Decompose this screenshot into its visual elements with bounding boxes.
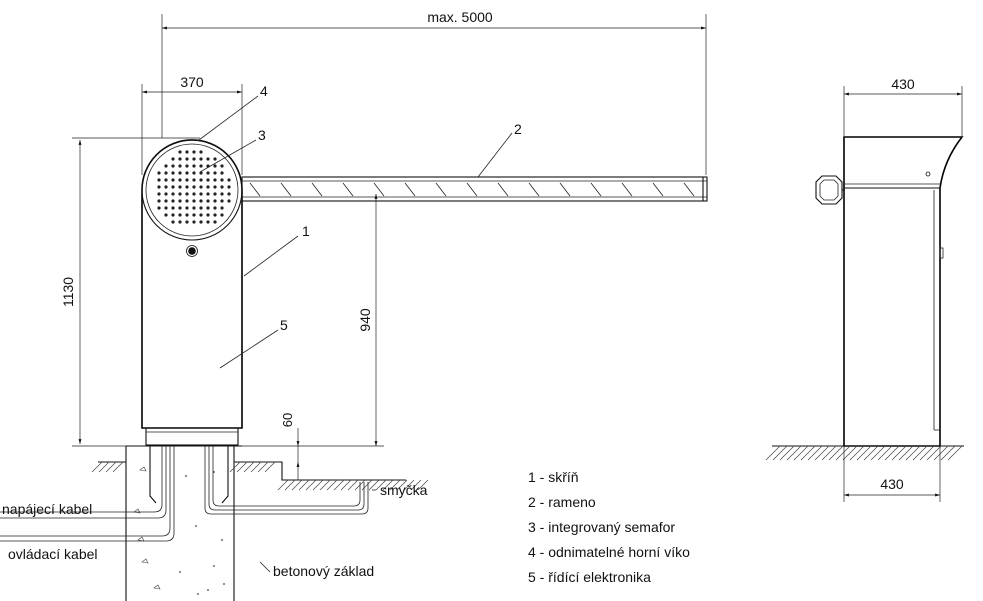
label-loop: smyčka bbox=[380, 482, 428, 498]
dimension-max-length: max. 5000 bbox=[161, 9, 707, 175]
ground-hatch-left bbox=[91, 461, 124, 473]
callout-number-5: 5 bbox=[280, 317, 288, 333]
barrier-housing bbox=[141, 139, 243, 446]
callout-number-1: 1 bbox=[302, 223, 310, 239]
dimension-arm-height-label: 940 bbox=[357, 308, 373, 332]
label-control-cable: ovládací kabel bbox=[8, 546, 98, 562]
dimension-housing-width: 370 bbox=[141, 74, 243, 175]
dimension-side-width-top-label: 430 bbox=[891, 76, 915, 92]
barrier-arm bbox=[241, 176, 708, 202]
arm-warning-stripes bbox=[249, 182, 695, 197]
legend-item-3: 3 - integrovaný semafor bbox=[528, 519, 675, 535]
concrete-texture bbox=[133, 466, 225, 595]
label-power-cable: napájecí kabel bbox=[2, 501, 92, 517]
label-concrete-base: betonový základ bbox=[273, 563, 374, 579]
callout-number-3: 3 bbox=[258, 127, 266, 143]
foundation-section bbox=[0, 445, 429, 601]
callout-number-2: 2 bbox=[514, 121, 522, 137]
dimension-total-height-label: 1130 bbox=[60, 277, 76, 307]
legend-item-4: 4 - odnimatelné horní víko bbox=[528, 544, 690, 560]
semaphore-light-grid bbox=[157, 150, 231, 224]
dimension-total-height: 1130 bbox=[60, 137, 200, 447]
dimension-side-width-bottom-label: 430 bbox=[880, 476, 904, 492]
foundation-labels: napájecí kabel ovládací kabel smyčka bet… bbox=[2, 482, 428, 579]
dimension-foundation-offset-label: 60 bbox=[280, 413, 295, 427]
callout-number-4: 4 bbox=[260, 83, 268, 99]
legend-item-5: 5 - řídící elektronika bbox=[528, 569, 651, 585]
callout-leaders: 4 3 2 1 5 bbox=[198, 83, 522, 369]
dimension-arm-height: 940 bbox=[242, 194, 384, 447]
legend-item-1: 1 - skříň bbox=[528, 469, 579, 485]
side-view: 430 430 bbox=[765, 76, 964, 502]
dimension-housing-width-label: 370 bbox=[180, 74, 204, 90]
indicator-dot-icon bbox=[188, 247, 196, 255]
ground-hatch-side bbox=[765, 445, 963, 461]
dimension-foundation-offset: 60 bbox=[280, 413, 300, 480]
dimension-max-length-label: max. 5000 bbox=[427, 9, 493, 25]
legend-item-2: 2 - rameno bbox=[528, 494, 596, 510]
legend: 1 - skříň 2 - rameno 3 - integrovaný sem… bbox=[528, 469, 690, 585]
